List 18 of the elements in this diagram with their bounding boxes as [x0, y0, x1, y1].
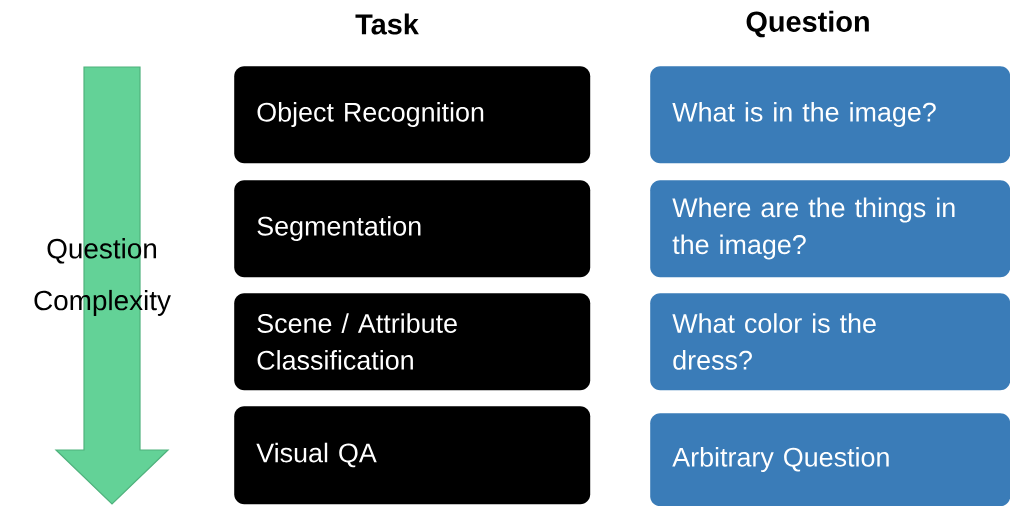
box-text: Segmentation	[257, 215, 421, 242]
box-text: Scene / Attribute Classification	[257, 313, 457, 370]
box-text: Object Recognition	[257, 101, 484, 128]
question-box	[650, 66, 1010, 164]
question-box	[650, 293, 1010, 391]
box-text: What is in the image?	[672, 101, 936, 128]
task-box	[234, 293, 591, 391]
box-text: What color is the dress?	[672, 313, 876, 370]
question-box	[650, 413, 1010, 506]
task-box	[234, 406, 591, 505]
column-heading: Task	[355, 13, 419, 35]
box-text: Where are the things in the image?	[672, 197, 955, 260]
box-text: Visual QA	[256, 442, 377, 468]
box-text: Arbitrary Question	[672, 446, 889, 472]
question-box	[650, 180, 1010, 278]
task-box	[234, 66, 591, 164]
task-box	[234, 180, 591, 278]
column-heading: Question	[746, 10, 869, 38]
